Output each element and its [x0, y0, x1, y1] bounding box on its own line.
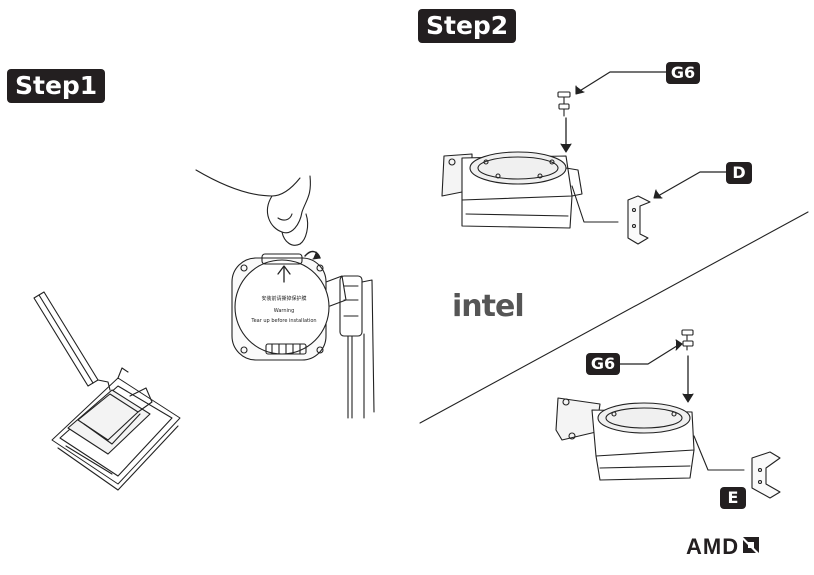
- hand-illustration: [195, 169, 311, 246]
- g6-top-leader: [577, 71, 667, 93]
- d-label: D: [726, 162, 752, 184]
- amd-bracket-leader: [693, 435, 745, 471]
- g6-bottom-leader: [619, 343, 681, 365]
- g6-bottom-label: G6: [586, 353, 620, 375]
- intel-logo-text: intel: [452, 289, 525, 324]
- pump-tubes: [325, 275, 375, 419]
- sticker-warning-text: Warning: [274, 308, 295, 314]
- sticker-chinese-text: 安装前请撕掉保护膜: [261, 295, 306, 302]
- bracket-e: [751, 451, 781, 499]
- amd-arrow-icon: [742, 534, 760, 560]
- pump-head: [231, 250, 330, 361]
- amd-logo: AMD: [686, 534, 760, 560]
- amd-screws: [681, 329, 694, 403]
- cpu-socket: [51, 367, 181, 491]
- amd-pump-block: [555, 397, 695, 481]
- section-divider: [419, 211, 809, 424]
- e-label: E: [720, 487, 746, 509]
- d-leader: [657, 171, 727, 197]
- intel-logo: intel: [452, 289, 525, 324]
- intel-screws: [557, 91, 572, 153]
- amd-logo-text: AMD: [686, 534, 740, 559]
- bracket-d: [627, 195, 651, 245]
- step2-badge: Step2: [418, 9, 517, 43]
- socket-lever: [33, 291, 111, 391]
- sticker-instruction-text: Tear up before installation: [250, 318, 316, 324]
- intel-bracket-leader: [571, 185, 619, 223]
- peel-arrow-icon: [277, 265, 291, 283]
- intel-pump-block: [441, 151, 583, 229]
- g6-top-label: G6: [666, 62, 700, 84]
- step1-badge: Step1: [7, 69, 106, 103]
